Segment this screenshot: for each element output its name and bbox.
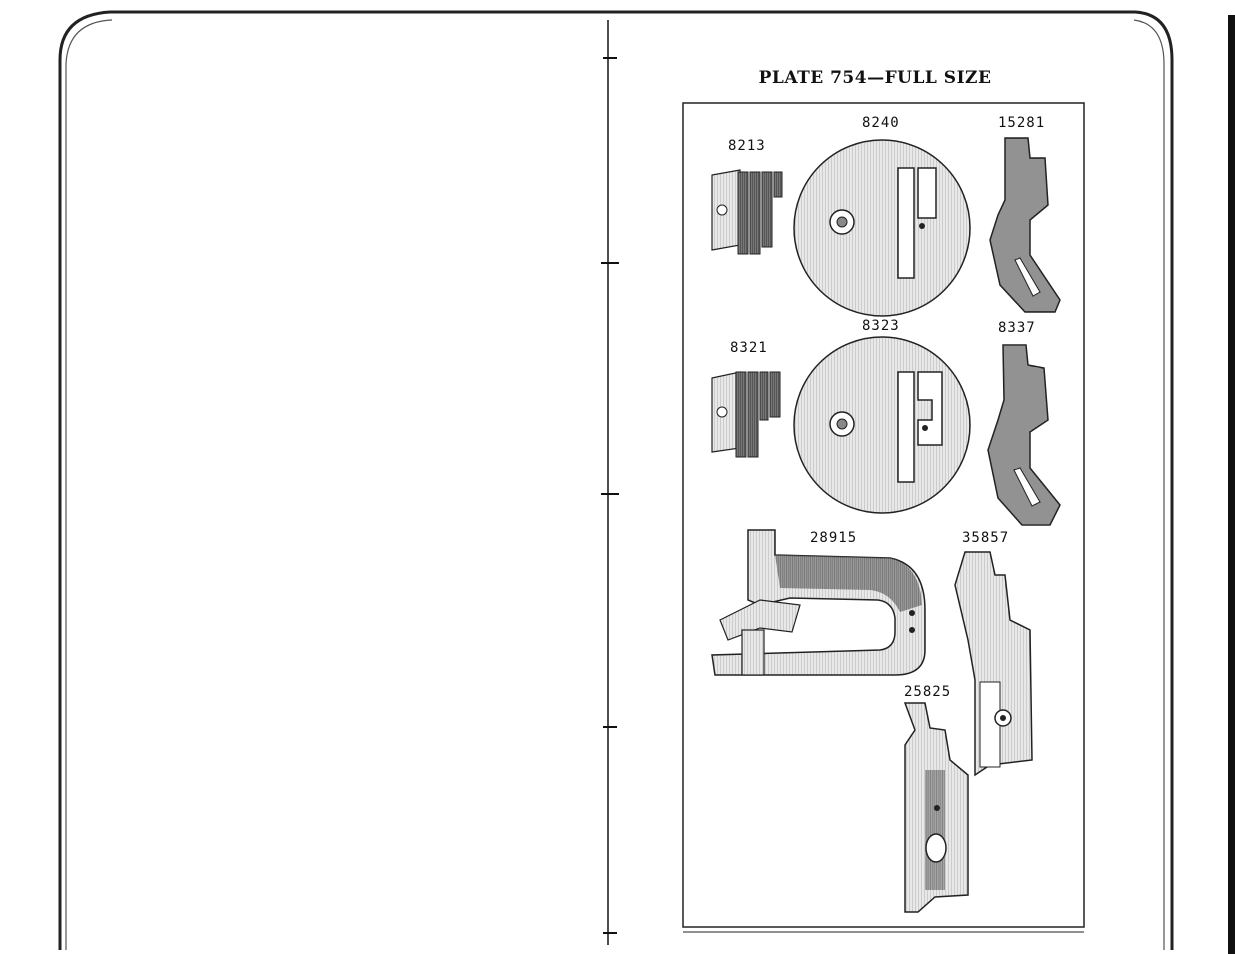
part-number-15281: 15281 <box>998 115 1046 131</box>
feed-dog-8321-illustration <box>711 371 781 458</box>
throat-plate-8323-illustration <box>793 336 971 514</box>
part-number-8323: 8323 <box>862 318 900 334</box>
feed-dog-8213-illustration <box>711 169 783 255</box>
part-number-28915: 28915 <box>810 530 858 546</box>
part-number-8240: 8240 <box>862 115 900 131</box>
plate-frame <box>682 102 1085 928</box>
binder-foot-35857-illustration <box>954 551 1033 777</box>
bracket-28915-illustration <box>711 529 926 676</box>
part-number-25825: 25825 <box>904 684 952 700</box>
part-number-35857: 35857 <box>962 530 1010 546</box>
binder-foot-25825-illustration <box>903 702 969 913</box>
part-number-8321: 8321 <box>730 340 768 356</box>
part-number-8213: 8213 <box>728 138 766 154</box>
presser-foot-8337-illustration <box>987 344 1061 526</box>
part-number-8337: 8337 <box>998 320 1036 336</box>
plate-title: PLATE 754—FULL SIZE <box>758 68 992 88</box>
presser-foot-15281-illustration <box>989 137 1061 313</box>
book-outline <box>58 10 1235 954</box>
throat-plate-8240-illustration <box>793 139 971 317</box>
